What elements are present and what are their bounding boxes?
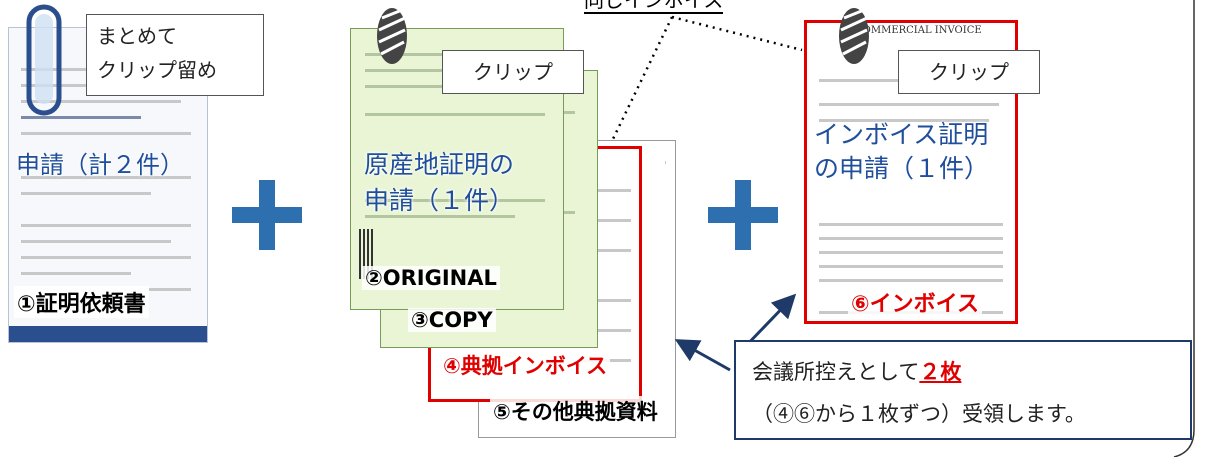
arrow-to-invoice (674, 339, 731, 372)
other-documents-label: ⑤その他典拠資料 (490, 396, 661, 426)
request-form-label: ①証明依頼書 (14, 286, 149, 318)
right-bracket (1173, 0, 1195, 457)
invoice-label: ⑥インボイス (848, 286, 982, 318)
plus-icon (232, 180, 302, 250)
arrow-to-basis-invoice (748, 222, 870, 352)
clip-callout-line-1: まとめて (97, 24, 177, 48)
clip-icon (836, 4, 872, 72)
clip-icon (374, 4, 410, 72)
invoice-request-line-1: インボイス証明 (814, 120, 989, 149)
note-line-1: 会議所控えとして (752, 360, 920, 384)
plus-icon (708, 180, 778, 250)
same-invoice-label: 同じインボイス (584, 0, 724, 14)
coo-request-line-2: 申請（１件） (364, 186, 515, 215)
paperclip-icon (26, 4, 62, 120)
clip-callout-2: クリップ (442, 50, 584, 94)
invoice-doc-title: COMMERCIAL INVOICE (855, 25, 982, 36)
clip-callout-line-2: クリップ留め (97, 58, 217, 82)
clip-callout-3: クリップ (898, 50, 1040, 94)
coo-request-line-1: 原産地証明の (364, 150, 515, 179)
note-emphasis: ２枚 (919, 359, 962, 384)
copy-label: ③COPY (408, 308, 496, 332)
original-label: ②ORIGINAL (362, 266, 500, 290)
note-line-2: （④⑥から１枚ずつ）受領します。 (752, 402, 1086, 426)
request-count-text: 申請（計２件） (16, 151, 184, 179)
receipt-note: 会議所控えとして２枚 （④⑥から１枚ずつ）受領します。 (734, 340, 1192, 440)
basis-invoice-label: ④典拠インボイス (440, 350, 611, 380)
invoice-request-line-2: の申請（１件） (814, 154, 990, 183)
clip-callout-1: まとめて クリップ留め (86, 14, 264, 96)
